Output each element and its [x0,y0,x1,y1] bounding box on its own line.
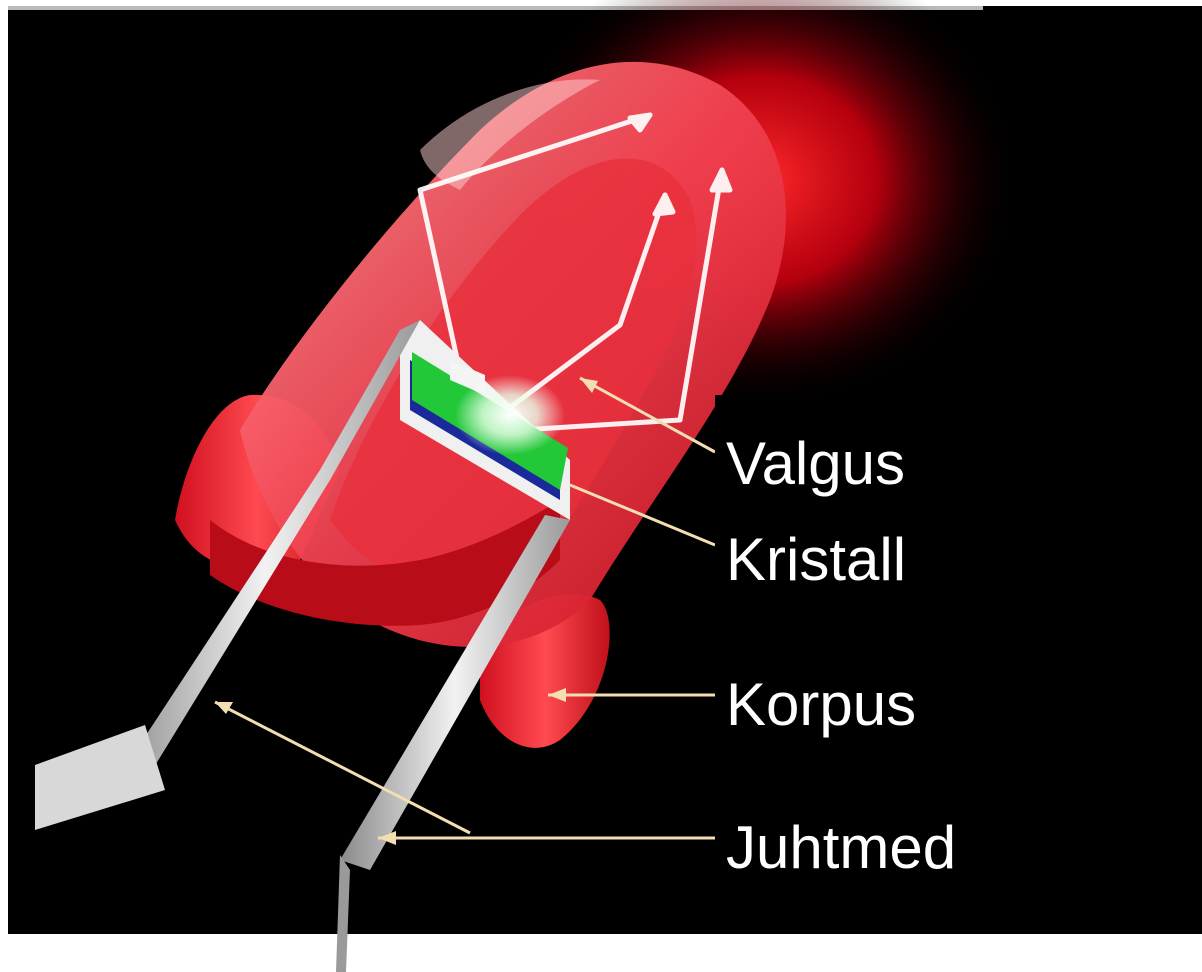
label-leads: Juhtmed [726,818,956,878]
label-crystal: Kristall [726,530,906,590]
label-light: Valgus [726,434,905,494]
label-body: Korpus [726,675,916,735]
